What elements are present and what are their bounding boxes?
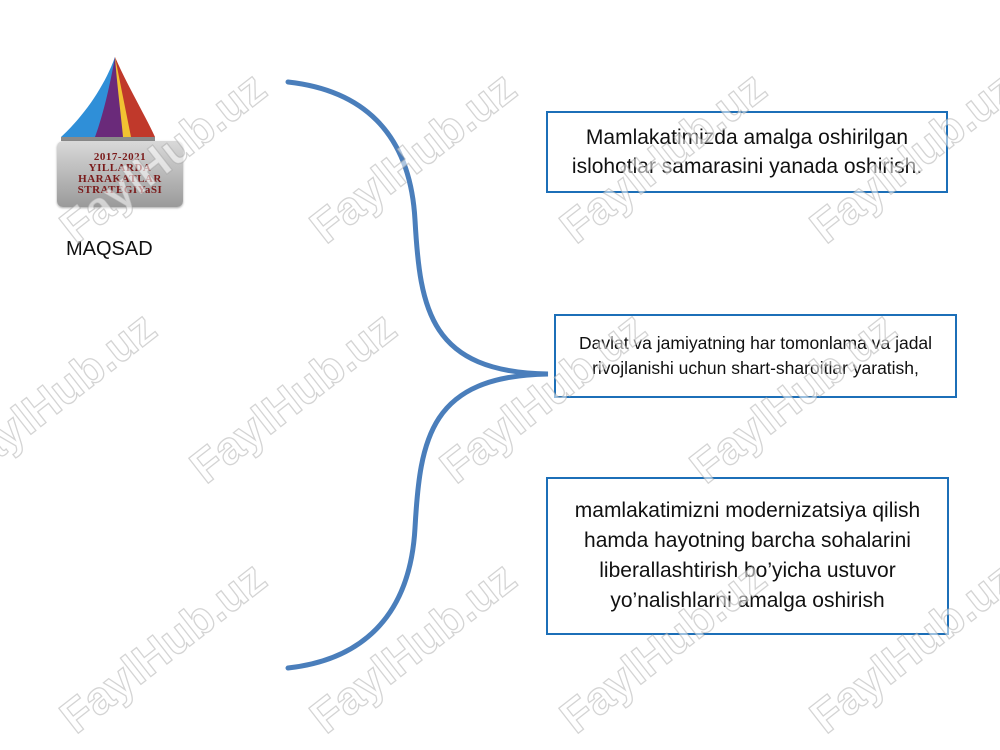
logo-line-1: 2017-2021 <box>93 151 147 163</box>
goal-box-3: mamlakatimizni modernizatsiya qilish ham… <box>546 477 949 635</box>
goal-text-2: Davlat va jamiyatning har tomonlama va j… <box>578 333 933 378</box>
logo-line-3: HARAKATLAR <box>78 173 162 185</box>
strategy-logo: 2017-2021 YILLARDA HARAKATLAR STRATEGIYa… <box>55 55 187 213</box>
goal-box-1: Mamlakatimizda amalga oshirilgan islohot… <box>546 111 948 193</box>
tent-icon <box>61 57 155 141</box>
goal-text-3: mamlakatimizni modernizatsiya qilish ham… <box>574 499 921 612</box>
logo-plate: 2017-2021 YILLARDA HARAKATLAR STRATEGIYa… <box>57 141 183 207</box>
logo-line-2: YILLARDA <box>88 162 152 174</box>
logo-line-4: STRATEGIYaSI <box>77 184 163 196</box>
maqsad-label: MAQSAD <box>66 238 153 260</box>
goal-text-1: Mamlakatimizda amalga oshirilgan islohot… <box>571 126 923 178</box>
goal-box-2: Davlat va jamiyatning har tomonlama va j… <box>554 314 957 398</box>
